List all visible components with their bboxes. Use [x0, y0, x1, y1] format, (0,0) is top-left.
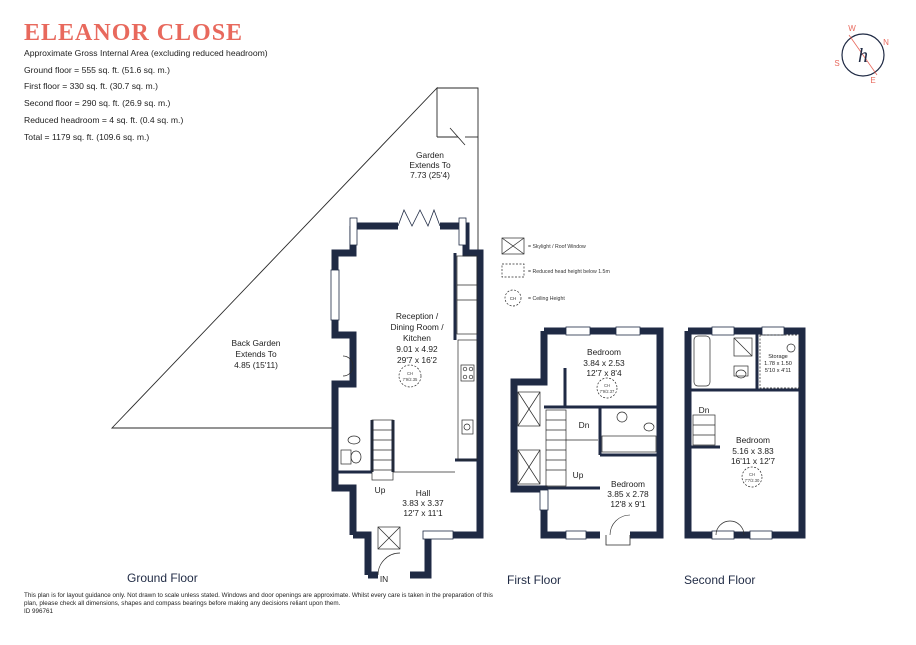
second-bedroom-dim-m: 5.16 x 3.83	[732, 446, 774, 456]
compass-n: N	[883, 38, 889, 47]
second-bedroom-ch-label: CH	[749, 472, 755, 477]
second-floor: Bedroom 5.16 x 3.83 16'11 x 12'7 Dn Stor…	[684, 326, 806, 540]
compass-e: E	[870, 76, 875, 85]
property-title: ELEANOR CLOSE	[24, 20, 244, 46]
wc-fixtures	[340, 355, 362, 465]
reception-label: Reception /	[396, 311, 439, 321]
ground-stairs	[371, 419, 455, 481]
legend: = Skylight / Roof Window = Reduced head …	[501, 237, 610, 307]
area-total: Total = 1179 sq. ft. (109.6 sq. m.)	[24, 131, 150, 142]
second-floor-label: Second Floor	[684, 573, 756, 587]
first-bathroom	[601, 411, 657, 453]
first-bedroom1-label: Bedroom	[587, 347, 621, 357]
first-bedroom1-ch-value: 7'9/2.37	[600, 389, 615, 394]
first-bedroom1-ch-label: CH	[604, 383, 610, 388]
reception-label-3: Kitchen	[403, 333, 431, 343]
second-stairs-dn: Dn	[699, 405, 710, 415]
first-bedroom1-dim-m: 3.84 x 2.53	[583, 358, 625, 368]
reception-ch-label: CH	[407, 371, 413, 376]
legend-ceiling-height: = Ceiling Height	[528, 296, 565, 302]
back-garden-outline	[110, 86, 438, 429]
back-garden-extends: Extends To	[235, 349, 277, 359]
legend-skylight: = Skylight / Roof Window	[528, 244, 586, 250]
second-stairs	[692, 414, 716, 446]
entrance-label: IN	[380, 574, 388, 584]
disclaimer: This plan is for layout guidance only. N…	[24, 592, 494, 616]
back-garden-dim: 4.85 (15'11)	[234, 360, 278, 370]
ground-stairs-up: Up	[375, 485, 386, 495]
area-ground: Ground floor = 555 sq. ft. (51.6 sq. m.)	[24, 64, 170, 75]
hall-label: Hall	[416, 488, 431, 498]
hall-dim-ft: 12'7 x 11'1	[403, 508, 443, 518]
first-bedroom2-dim-m: 3.85 x 2.78	[607, 489, 649, 499]
area-first: First floor = 330 sq. ft. (30.7 sq. m.)	[24, 81, 158, 92]
area-reduced: Reduced headroom = 4 sq. ft. (0.4 sq. m.…	[24, 114, 184, 125]
first-floor: Bedroom 3.84 x 2.53 12'7 x 8'4 Bedroom 3…	[510, 326, 664, 546]
legend-reduced-headroom: = Reduced head height below 1.5m	[528, 269, 610, 275]
first-stairs	[517, 391, 598, 487]
area-subtitle: Approximate Gross Internal Area (excludi…	[24, 48, 268, 58]
first-floor-label: First Floor	[507, 573, 561, 587]
garden-dim: 7.73 (25'4)	[410, 170, 450, 180]
area-second: Second floor = 290 sq. ft. (26.9 sq. m.)	[24, 98, 171, 109]
bifold-doors	[397, 208, 441, 227]
compass-icon: h W N E S	[834, 24, 889, 85]
compass-s: S	[834, 59, 839, 68]
reception-label-2: Dining Room /	[390, 322, 444, 332]
second-bathroom	[693, 334, 800, 389]
back-garden-label: Back Garden	[232, 338, 281, 348]
second-bedroom-ch-value: 7'7/2.30	[745, 478, 760, 483]
ground-floor: Garden Extends To 7.73 (25'4) Back Garde…	[110, 86, 484, 584]
garden-extends: Extends To	[409, 160, 451, 170]
compass-logo: h	[858, 45, 868, 67]
hall-dim-m: 3.83 x 3.37	[402, 498, 444, 508]
storage-dim-ft: 5'10 x 4'11	[765, 368, 791, 374]
legend-ch: CH	[510, 296, 517, 301]
first-stairs-up: Up	[573, 470, 584, 480]
disclaimer-text: This plan is for layout guidance only. N…	[24, 592, 493, 607]
compass-w: W	[848, 24, 856, 33]
first-stairs-dn: Dn	[579, 420, 590, 430]
second-bedroom-label: Bedroom	[736, 435, 770, 445]
reception-dim-m: 9.01 x 4.92	[396, 344, 438, 354]
storage-label: Storage	[768, 354, 788, 360]
garden-outline	[437, 87, 479, 335]
garden-label: Garden	[416, 150, 444, 160]
area-summary: Approximate Gross Internal Area (excludi…	[24, 45, 268, 145]
reception-dim-ft: 29'7 x 16'2	[397, 355, 437, 365]
first-bedroom2-dim-ft: 12'8 x 9'1	[610, 499, 646, 509]
ground-floor-label: Ground Floor	[127, 571, 198, 585]
first-bedroom2-label: Bedroom	[611, 479, 645, 489]
first-bedroom1-dim-ft: 12'7 x 8'4	[586, 368, 622, 378]
plan-id: ID 996761	[24, 608, 54, 615]
reception-ch-value: 7'9/2.35	[403, 377, 418, 382]
second-bedroom-dim-ft: 16'11 x 12'7	[731, 456, 775, 466]
storage-dim-m: 1.78 x 1.50	[764, 361, 792, 367]
